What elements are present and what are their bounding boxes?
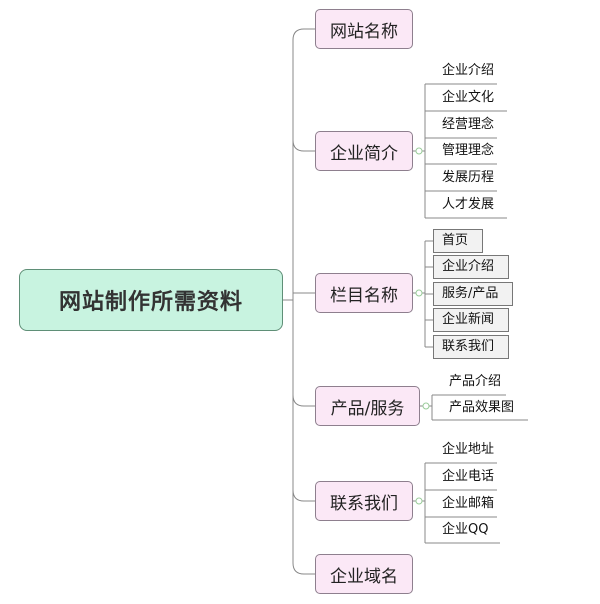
root-topic[interactable]: 网站制作所需资料 [19,269,283,331]
leaf-company-culture[interactable]: 企业文化 [442,90,495,105]
leaf-company-address[interactable]: 企业地址 [442,442,495,457]
leaf-section-company-intro[interactable]: 企业介绍 [433,255,509,279]
leaf-company-intro[interactable]: 企业介绍 [442,63,495,78]
topic-domain-name[interactable]: 企业域名 [315,554,413,594]
leaf-company-qq[interactable]: 企业QQ [442,522,489,537]
topic-section-names[interactable]: 栏目名称 [315,273,413,313]
leaf-development-history[interactable]: 发展历程 [442,170,495,185]
topic-website-name[interactable]: 网站名称 [315,9,413,49]
leaf-services-products[interactable]: 服务/产品 [433,282,513,306]
topic-products-services[interactable]: 产品/服务 [315,386,420,426]
leaf-business-philosophy[interactable]: 经营理念 [442,117,495,132]
leaf-product-intro[interactable]: 产品介绍 [449,374,502,389]
leaf-company-news[interactable]: 企业新闻 [433,308,509,332]
leaf-product-renderings[interactable]: 产品效果图 [449,400,515,415]
leaf-management-philosophy[interactable]: 管理理念 [442,143,495,158]
leaf-homepage[interactable]: 首页 [433,229,483,253]
leaf-company-email[interactable]: 企业邮箱 [442,496,495,511]
topic-contact-us[interactable]: 联系我们 [315,481,413,521]
topic-company-profile[interactable]: 企业简介 [315,131,413,171]
leaf-talent-development[interactable]: 人才发展 [442,197,495,212]
leaf-company-phone[interactable]: 企业电话 [442,469,495,484]
leaf-contact-us[interactable]: 联系我们 [433,335,509,359]
